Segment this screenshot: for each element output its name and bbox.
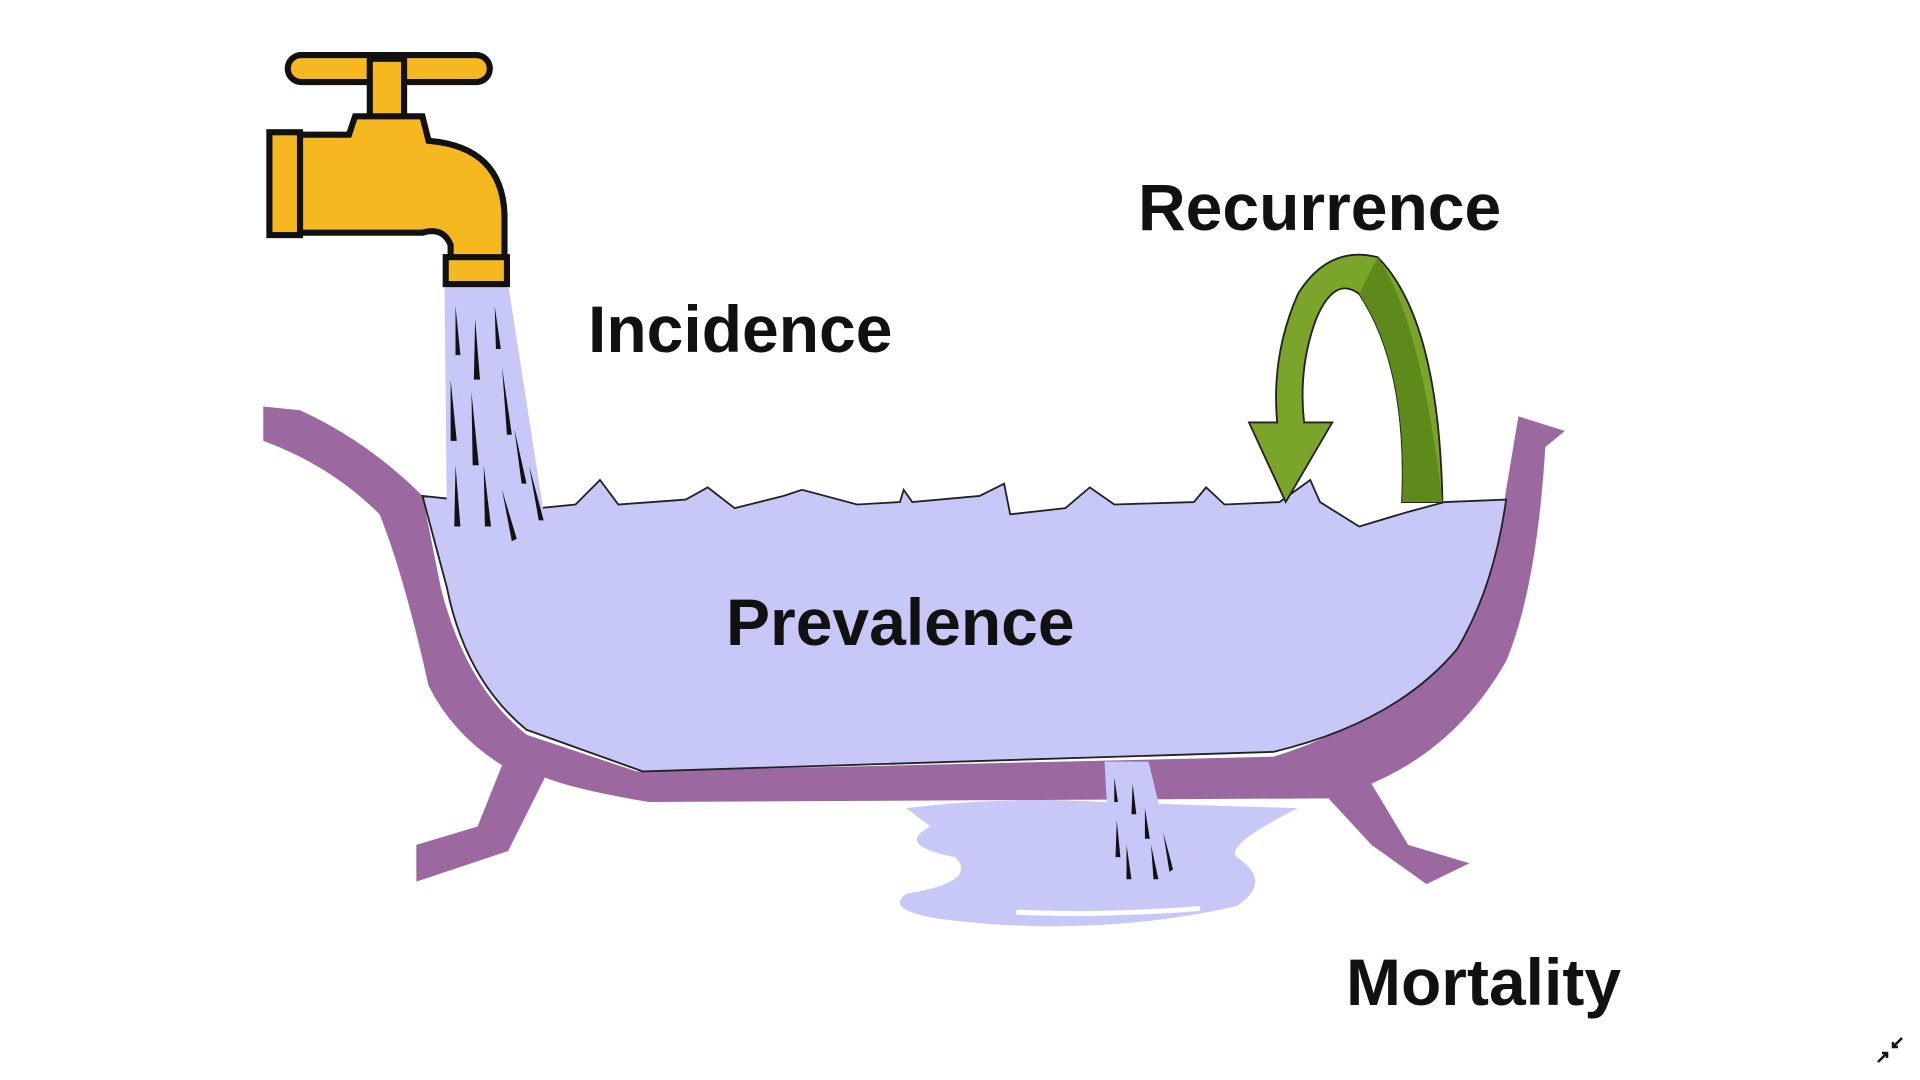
faucet-icon	[266, 52, 511, 288]
prevalence-label: Prevalence	[726, 585, 1075, 659]
exit-fullscreen-button[interactable]	[1874, 1034, 1906, 1066]
puddle	[900, 800, 1298, 927]
drain-stream	[1104, 761, 1178, 892]
mortality-label: Mortality	[1346, 945, 1621, 1019]
water	[421, 478, 1508, 773]
incidence-label: Incidence	[588, 292, 892, 366]
bathtub	[263, 406, 1565, 885]
exit-fullscreen-icon	[1877, 1037, 1903, 1063]
recurrence-label: Recurrence	[1138, 170, 1501, 244]
faucet-stream	[444, 284, 545, 527]
